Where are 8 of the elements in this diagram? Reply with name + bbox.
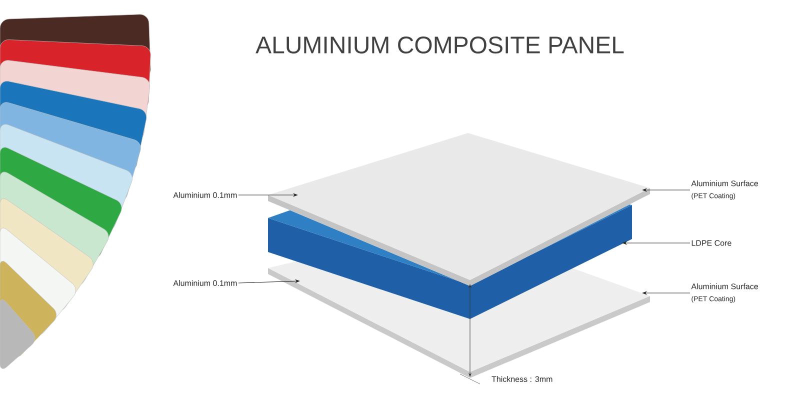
panel-layer bbox=[268, 261, 650, 378]
title: ALUMINIUM COMPOSITE PANEL bbox=[256, 36, 624, 54]
layer-label: Aluminium 0.1mm bbox=[173, 192, 237, 198]
layer-label: LDPE Core bbox=[692, 240, 732, 246]
layer-label: Aluminium 0.1mm bbox=[173, 280, 237, 286]
panel-layer bbox=[268, 133, 650, 286]
panel-layer bbox=[268, 204, 632, 319]
dimension-label: Thickness : 3mm bbox=[492, 376, 552, 382]
